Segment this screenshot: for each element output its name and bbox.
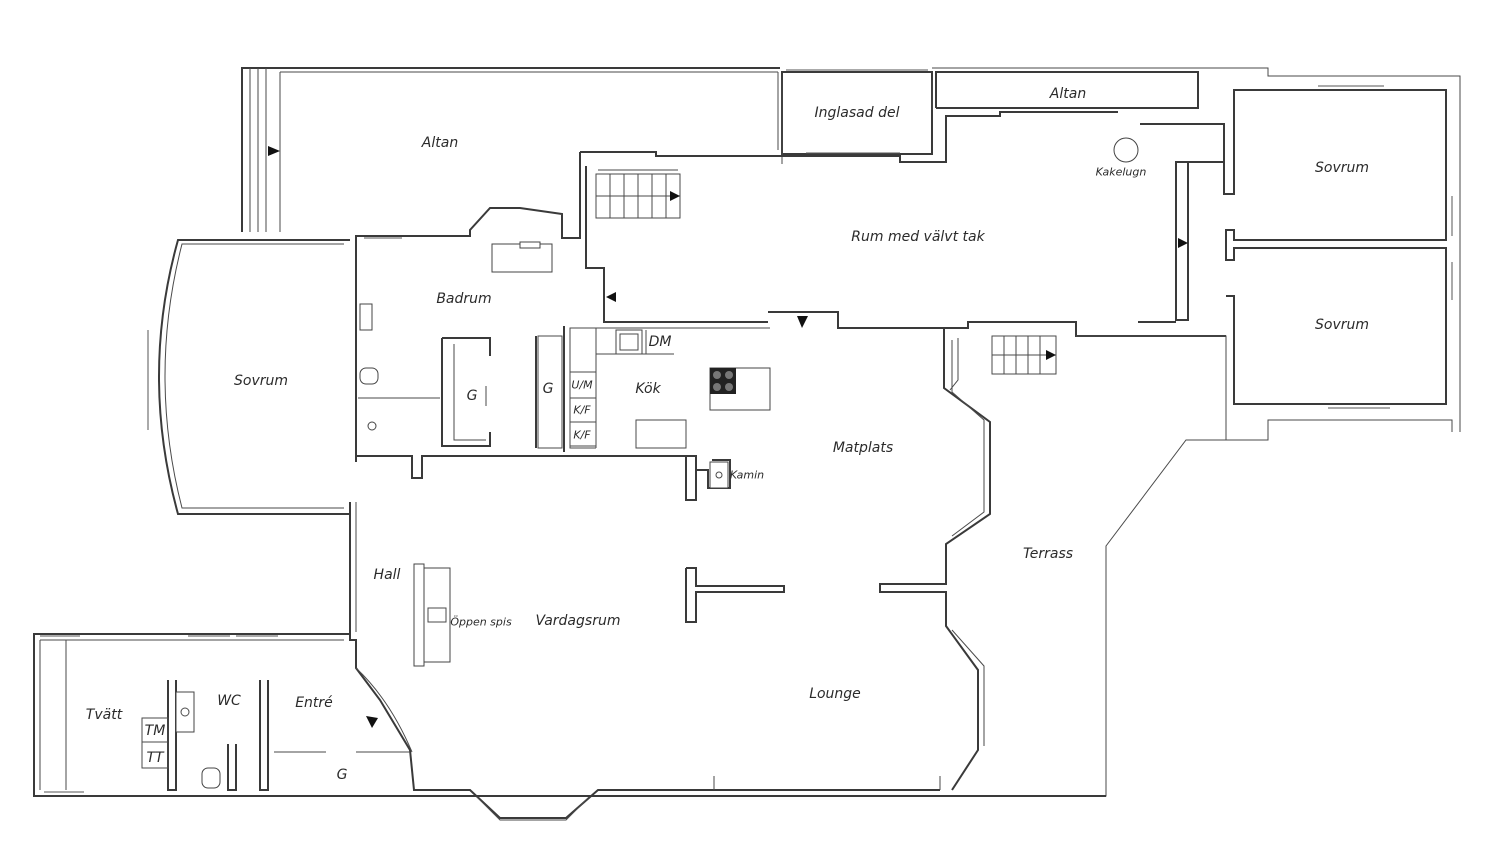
stairs-right [949, 335, 1057, 391]
fireplace [413, 563, 451, 667]
utility-block [33, 633, 1106, 797]
room-label-altan-left: Altan [421, 135, 459, 151]
label-kamin: Kamin [729, 468, 765, 482]
room-label-entre: Entré [295, 695, 333, 711]
room-label-sovrum-left: Sovrum [233, 373, 289, 389]
dining-walls [879, 328, 991, 791]
room-label-inglasad: Inglasad del [814, 105, 900, 121]
terrass-outline [952, 335, 1227, 797]
label-kf-1: K/F [573, 403, 591, 417]
door-arrow-icon [606, 292, 616, 302]
label-kf-2: K/F [573, 428, 591, 442]
room-label-kok: Kök [635, 381, 661, 397]
kamin [709, 461, 729, 489]
door-arrow-icon [366, 716, 378, 728]
label-dm: DM [648, 334, 672, 350]
room-label-terrass: Terrass [1022, 546, 1074, 562]
badrum-fixtures [358, 241, 553, 431]
altan-top-outline [932, 67, 1461, 432]
kitchen-fixtures [356, 329, 771, 501]
interior-walls [563, 166, 1226, 452]
label-g-2: G [542, 381, 554, 397]
door-arrow-icon [268, 146, 280, 156]
room-label-hall: Hall [373, 567, 401, 583]
room-label-vardagsrum: Vardagsrum [535, 613, 621, 629]
label-um: U/M [571, 378, 593, 392]
kakelugn-icon [1113, 137, 1139, 163]
label-kakelugn: Kakelugn [1095, 165, 1147, 179]
living-walls [349, 502, 941, 821]
label-tt: TT [146, 750, 164, 766]
door-arrow-icon [1178, 238, 1188, 248]
label-tm: TM [144, 723, 166, 739]
closets [441, 335, 563, 449]
room-label-matplats: Matplats [832, 440, 894, 456]
altan-left-outline [241, 67, 780, 232]
label-g-1: G [466, 388, 478, 404]
stairs-arrow-icon [670, 191, 680, 201]
sovrum-left-outline [147, 237, 402, 515]
house-outer-walls [355, 85, 1453, 462]
stairs-top [595, 173, 681, 219]
label-oppen-spis: Öppen spis [450, 615, 512, 629]
room-label-rum-valvt: Rum med välvt tak [851, 229, 985, 245]
stairs-arrow-icon [1046, 350, 1056, 360]
label-g-3: G [336, 767, 348, 783]
door-arrow-icon [797, 316, 808, 328]
room-label-badrum: Badrum [436, 291, 492, 307]
room-label-altan-top: Altan [1049, 86, 1087, 102]
room-label-sovrum-right-bottom: Sovrum [1314, 317, 1370, 333]
room-label-lounge: Lounge [809, 686, 861, 702]
room-label-sovrum-right-top: Sovrum [1314, 160, 1370, 176]
room-label-tvatt: Tvätt [85, 707, 123, 723]
inglasad-outline [781, 69, 933, 164]
room-label-wc: WC [217, 693, 241, 709]
